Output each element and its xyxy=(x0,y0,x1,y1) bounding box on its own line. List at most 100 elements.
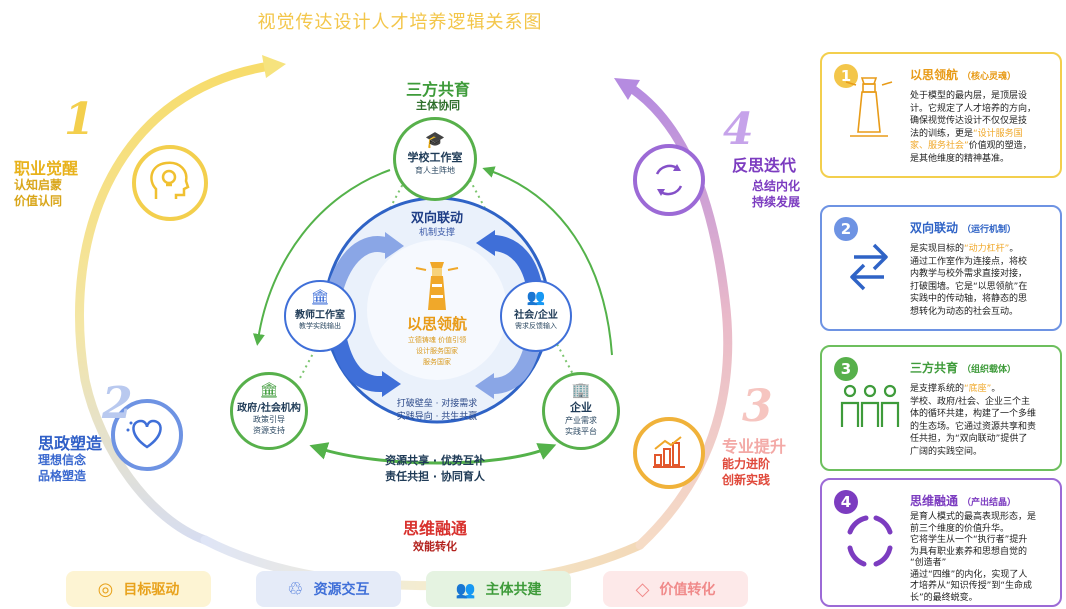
triangle-arrow-right xyxy=(482,166,613,356)
card-1-line: 是其他维度的精神基准。 xyxy=(910,153,1010,164)
page-title: 视觉传达设计人才培养逻辑关系图 xyxy=(257,12,543,33)
card-3-line: 是支撑系统的“底座”。 xyxy=(910,383,1050,396)
card-1-text: 法的训练，更是 xyxy=(910,128,974,139)
flow-arrow-bottom-right-head xyxy=(475,373,494,399)
card-3: 3 三方共育（组织载体） 是支撑系统的“底座”。 学校、政府/社会、企业三个主 … xyxy=(820,345,1062,471)
pill-value-transform-label: 价值转化 xyxy=(659,582,716,598)
team-icon: 👥 xyxy=(455,579,476,599)
card-2-text: 是实现目标的 xyxy=(910,244,965,254)
card-1-title-text: 以思领航 xyxy=(910,68,959,82)
card-4-line: 为具有职业素养和思想自觉的 xyxy=(910,546,1028,557)
ring-sub: 机制支撑 xyxy=(418,228,455,238)
card-2-line: 通过工作室作为连接点，将校 xyxy=(910,256,1028,267)
graduation-cap-icon: 🎓 xyxy=(425,130,445,149)
card-1-line: 法的训练，更是“设计服务国 xyxy=(910,128,1050,141)
building-icon: 🏛 xyxy=(310,288,330,306)
flow-arrow-top-left-head xyxy=(385,232,404,259)
triangle-arrow-left xyxy=(252,169,391,346)
society-node: 👥 社会/企业 需求反馈输入 xyxy=(500,280,572,352)
card-2-line: 想转化为动态的社会互动。 xyxy=(910,306,1019,317)
pill-resource-exchange: ♲ 资源交互 xyxy=(256,571,401,607)
card-4-title: 思维融通（产出结晶） xyxy=(910,492,1016,509)
career-number: 1 xyxy=(64,94,95,145)
flow-arrow-top-left xyxy=(327,236,393,298)
card-4-line: 才培养从“知识传授”到“生命成 xyxy=(910,581,1032,591)
enterprise-node-sub-2: 实践平台 xyxy=(565,427,597,436)
card-3-line: 学校、政府/社会、企业三个主 xyxy=(910,396,1031,407)
card-3-line: 体的循环共建，构建了一个多维 xyxy=(910,409,1037,419)
reflection-sub-2: 持续发展 xyxy=(752,195,801,209)
reflection-sub-1: 总结内化 xyxy=(752,179,801,193)
school-node: 🎓 学校工作室 育人主阵地 xyxy=(393,117,477,201)
bottom-title: 思维融通 xyxy=(402,519,467,538)
triangle-arrow-bottom xyxy=(309,442,557,465)
ideology-icon-circle xyxy=(111,399,183,471)
institution-icon: 🏛 xyxy=(259,381,279,399)
card-4-number: 4 xyxy=(834,490,858,514)
enterprise-node-sub-1: 产业需求 xyxy=(565,416,597,425)
enterprise-node-title: 企业 xyxy=(570,401,592,414)
gov-node-title: 政府/社会机构 xyxy=(237,403,301,414)
card-3-tag: （组织载体） xyxy=(962,365,1017,375)
professional-number: 3 xyxy=(742,381,773,432)
card-4-line: “创造者” xyxy=(910,558,947,568)
office-building-icon: 🏢 xyxy=(571,381,591,399)
ring-title: 双向联动 xyxy=(410,211,463,226)
card-3-line: 广阔的实践空间。 xyxy=(910,446,983,457)
card-3-highlight: “底座” xyxy=(964,384,992,394)
card-2-title-text: 双向联动 xyxy=(910,221,959,235)
card-4-line: 它将学生从一个“执行者”提升 xyxy=(910,535,1028,545)
card-2-body: 是实现目标的“动力杠杆”。 通过工作室作为连接点，将校 内教学与校外需求直接对接… xyxy=(910,243,1050,318)
reflection-title: 反思迭代 xyxy=(732,156,797,175)
teacher-node: 🏛 教师工作室 教学实践输出 xyxy=(284,280,356,352)
card-4-line: 通过“四维”的内化，实现了人 xyxy=(910,569,1028,580)
top-title: 三方共育 xyxy=(405,80,470,99)
card-1-line: 处于模型的最内层，是顶层设 xyxy=(910,91,1028,101)
teacher-node-sub: 教学实践输出 xyxy=(299,322,341,330)
card-1-line: 家、服务社会”价值观的塑造， xyxy=(910,140,1050,153)
target-icon: ◎ xyxy=(97,578,114,600)
card-1-body: 处于模型的最内层，是顶层设 计。它规定了人才培养的方向， 确保视觉传达设计不仅仅… xyxy=(910,90,1050,165)
card-4-line: 是育人模式的最高表现形态，是 xyxy=(910,512,1037,522)
loop-text-2: 实践导向 · 共生共赢 xyxy=(396,412,478,422)
outer-arc-left xyxy=(75,61,275,545)
card-4-body: 是育人模式的最高表现形态，是 前三个维度的价值升华。 它将学生从一个“执行者”提… xyxy=(910,512,1050,604)
card-1-title: 以思领航（核心灵魂） xyxy=(910,66,1016,83)
card-3-line: 的生态场。它通过资源共享和责 xyxy=(910,421,1037,432)
gov-node: 🏛 政府/社会机构 政策引导 资源支持 xyxy=(230,372,308,450)
shared-line-1: 资源共享 · 优势互补 xyxy=(385,454,485,467)
reflection-number: 4 xyxy=(723,104,754,155)
ideology-title: 思政塑造 xyxy=(38,434,103,453)
center-line-2: 设计服务国家 xyxy=(416,347,458,355)
diamond-icon: ◇ xyxy=(635,578,650,600)
card-4-title-text: 思维融通 xyxy=(910,494,959,508)
card-1-highlight: 家、服务社会” xyxy=(910,141,969,151)
pill-goal-driven-label: 目标驱动 xyxy=(123,582,180,598)
card-4-tag: （产出结晶） xyxy=(962,498,1017,508)
school-node-title: 学校工作室 xyxy=(407,151,463,164)
flow-arrow-top-right-head xyxy=(476,230,495,256)
career-sub-1: 认知启蒙 xyxy=(14,178,63,192)
society-node-title: 社会/企业 xyxy=(514,310,558,321)
card-3-line: 任共担，为“双向联动”提供了 xyxy=(910,434,1028,444)
bottom-sub: 效能转化 xyxy=(413,540,457,553)
card-3-title-text: 三方共育 xyxy=(910,361,959,375)
card-4-cycle-icon xyxy=(847,515,893,567)
card-3-people-icon xyxy=(840,384,900,427)
flow-arrow-bottom-left-head xyxy=(382,371,401,397)
professional-sub-1: 能力进阶 xyxy=(722,457,771,471)
outer-arc-left-arrowhead xyxy=(262,55,286,78)
card-2-line: 是实现目标的“动力杠杆”。 xyxy=(910,243,1050,256)
pill-goal-driven: ◎ 目标驱动 xyxy=(66,571,211,607)
bar-growth-icon xyxy=(653,436,685,468)
outer-arc-right-arrowhead xyxy=(614,78,640,100)
career-sub-2: 价值认同 xyxy=(14,194,63,208)
cycle-icon xyxy=(655,164,683,196)
card-2-line: 实践中的传动轴，将静态的思 xyxy=(910,294,1028,304)
card-1: 1 以思领航（核心灵魂） 处于模型的最内层，是顶层设 计。它规定了人才培养的方向… xyxy=(820,52,1062,178)
top-sub: 主体协同 xyxy=(416,99,460,112)
center-line-3: 服务国家 xyxy=(423,358,451,366)
gov-node-sub-1: 政策引导 xyxy=(253,415,285,424)
card-1-lighthouse-icon xyxy=(845,77,893,137)
card-3-text: 。 xyxy=(991,384,1001,394)
